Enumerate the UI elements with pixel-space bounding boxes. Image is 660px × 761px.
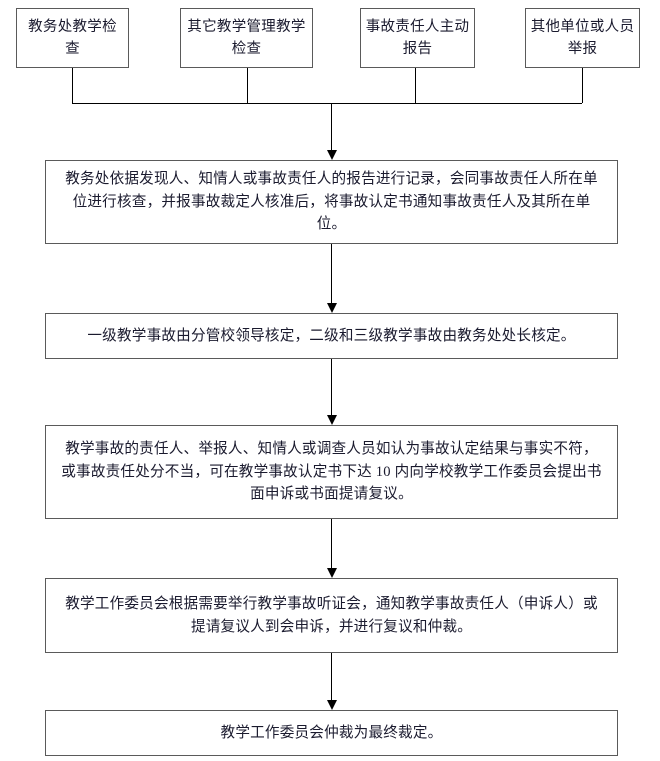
arrow-head-icon xyxy=(326,150,337,160)
arrow-shaft xyxy=(331,359,332,415)
connector-drop-source-1 xyxy=(72,68,73,103)
source-box-other-teaching-management-inspection[interactable]: 其它教学管理教学检查 xyxy=(180,8,313,68)
arrow-shaft xyxy=(331,103,332,150)
process-box-label: 教学工作委员会根据需要举行教学事故听证会，通知教学事故责任人（申诉人）或提请复议… xyxy=(65,595,598,635)
arrow-head-icon xyxy=(326,415,337,425)
process-box-label: 教学工作委员会仲裁为最终裁定。 xyxy=(220,724,443,741)
process-box-appeal-window[interactable]: 教学事故的责任人、举报人、知情人或调查人员如认为事故认定结果与事实不符，或事故责… xyxy=(45,425,618,519)
arrow-head-icon xyxy=(326,303,337,313)
process-box-hearing-and-arbitration[interactable]: 教学工作委员会根据需要举行教学事故听证会，通知教学事故责任人（申诉人）或提请复议… xyxy=(45,578,618,653)
source-box-label: 教务处教学检查 xyxy=(28,18,117,57)
arrow-shaft xyxy=(331,653,332,700)
arrow-head-icon xyxy=(326,700,337,710)
source-box-label: 事故责任人主动报告 xyxy=(365,18,470,57)
connector-drop-source-2 xyxy=(247,68,248,103)
arrow-shaft xyxy=(331,244,332,303)
connector-drop-source-4 xyxy=(582,68,583,103)
process-box-label: 教学事故的责任人、举报人、知情人或调查人员如认为事故认定结果与事实不符，或事故责… xyxy=(61,441,602,503)
connector-drop-source-3 xyxy=(415,68,416,103)
process-box-final-ruling[interactable]: 教学工作委员会仲裁为最终裁定。 xyxy=(45,710,618,756)
source-box-label: 其它教学管理教学检查 xyxy=(187,18,306,57)
source-box-academic-affairs-inspection[interactable]: 教务处教学检查 xyxy=(16,8,129,68)
process-box-label: 教务处依据发现人、知情人或事故责任人的报告进行记录，会同事故责任人所在单位进行核… xyxy=(65,171,598,233)
process-box-record-and-verify[interactable]: 教务处依据发现人、知情人或事故责任人的报告进行记录，会同事故责任人所在单位进行核… xyxy=(45,160,618,244)
arrow-head-icon xyxy=(326,568,337,578)
source-box-other-unit-or-person-report[interactable]: 其他单位或人员举报 xyxy=(525,8,640,68)
connector-merge-bus xyxy=(72,103,582,104)
process-box-label: 一级教学事故由分管校领导核定，二级和三级教学事故由教务处处长核定。 xyxy=(87,327,576,344)
source-box-responsible-person-self-report[interactable]: 事故责任人主动报告 xyxy=(360,8,475,68)
process-box-grade-determination[interactable]: 一级教学事故由分管校领导核定，二级和三级教学事故由教务处处长核定。 xyxy=(45,313,618,359)
arrow-shaft xyxy=(331,519,332,568)
source-box-label: 其他单位或人员举报 xyxy=(530,18,635,57)
